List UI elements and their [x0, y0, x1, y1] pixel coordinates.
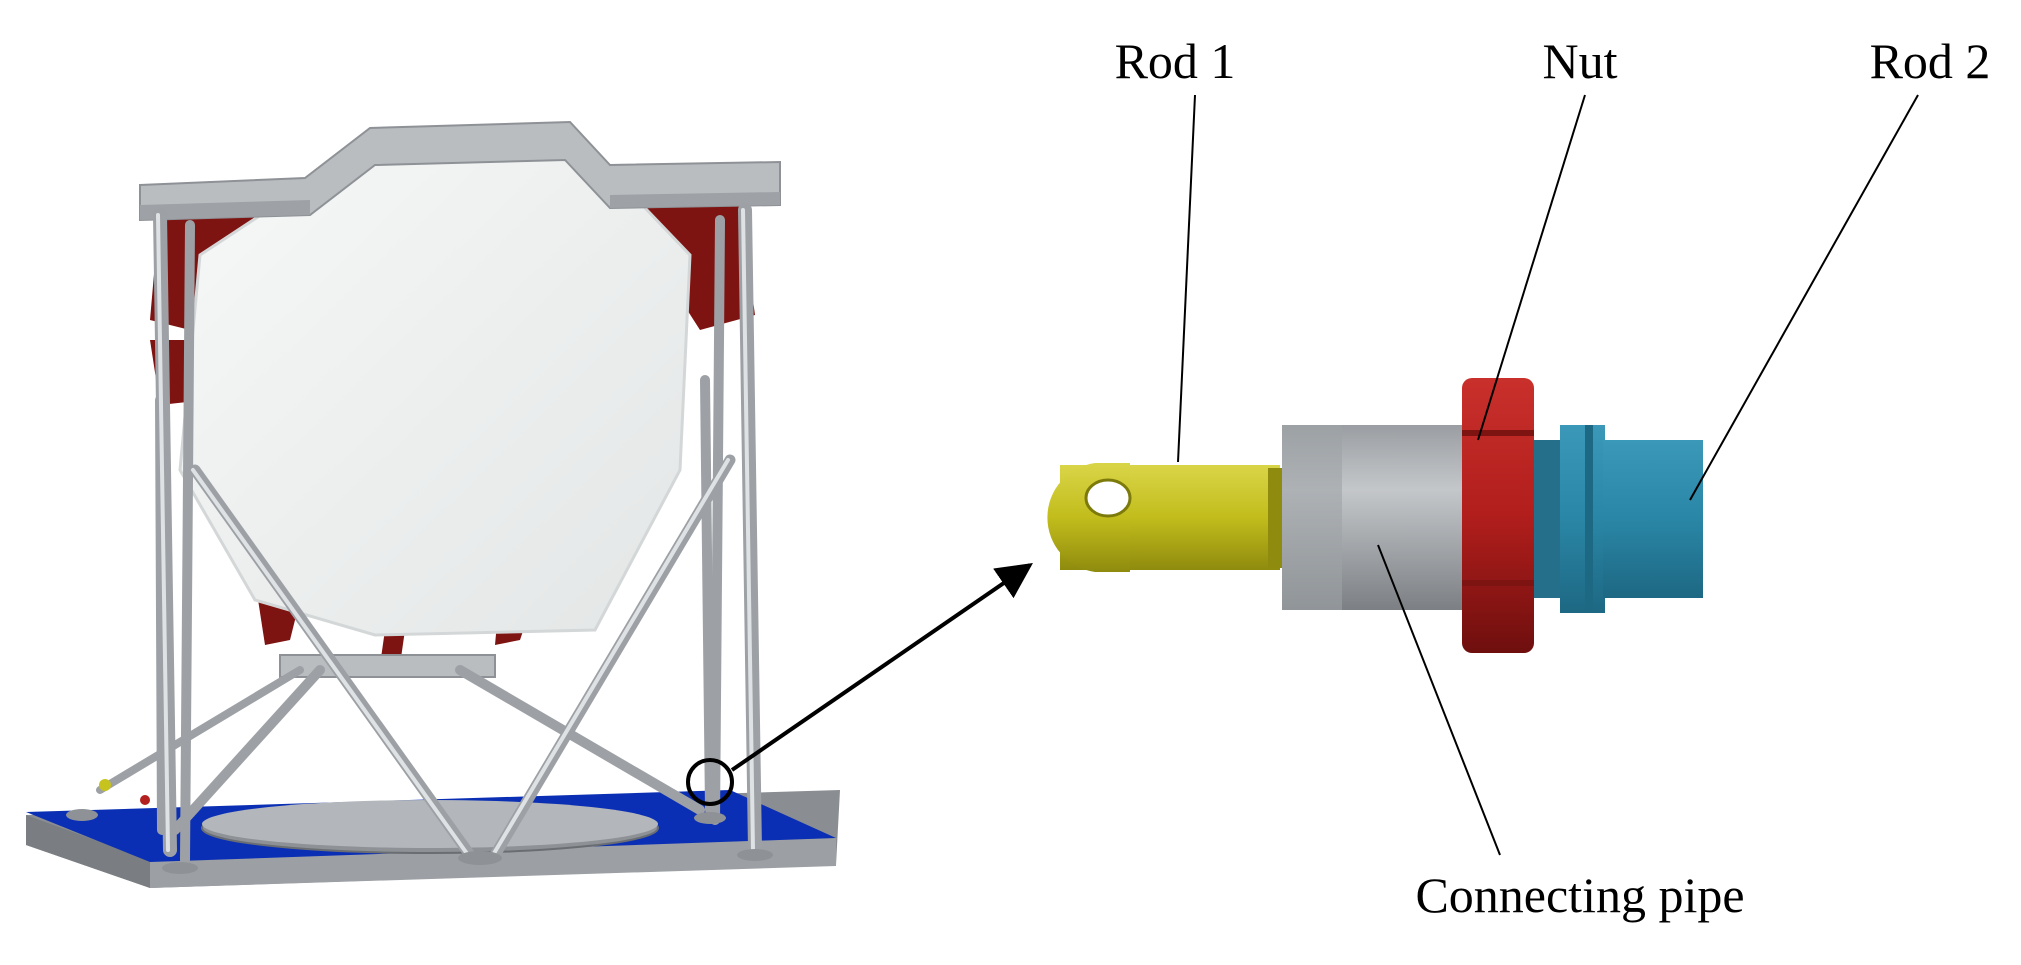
label-rod-1: Rod 1 [1115, 33, 1236, 89]
label-connecting-pipe: Connecting pipe [1415, 867, 1744, 923]
leader-nut [1477, 94, 1586, 441]
strut-feet [66, 809, 773, 874]
rod-1-part [1047, 463, 1282, 572]
detail-arrow [730, 562, 1033, 772]
label-nut: Nut [1543, 33, 1618, 89]
leader-lines [1177, 94, 1919, 856]
frame-assembly [26, 120, 840, 888]
leader-rod-2 [1689, 94, 1919, 501]
nut-part [1462, 378, 1534, 653]
rod-2-part [1534, 425, 1703, 613]
connecting-pipe-part [1282, 425, 1467, 610]
leader-connecting-pipe [1377, 544, 1501, 856]
detail-callout-circle [686, 758, 734, 806]
label-rod-2: Rod 2 [1870, 33, 1991, 89]
top-frame [139, 120, 781, 678]
base-plate [26, 790, 840, 888]
connector-detail [1047, 378, 1703, 653]
leader-rod-1 [1177, 94, 1196, 463]
strut-highlights [156, 208, 755, 857]
